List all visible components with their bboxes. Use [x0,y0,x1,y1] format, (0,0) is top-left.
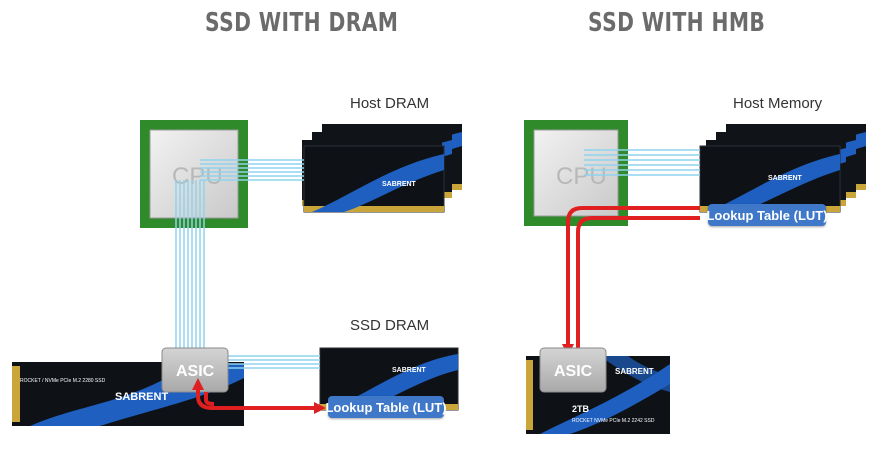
hmb-ssd-capacity-text: 2TB [572,404,590,414]
title-ssd-with-hmb: SSD WITH HMB [588,8,766,38]
host-memory-label: Host Memory [733,95,823,112]
ssd-brand-text: SABRENT [115,391,168,403]
cpu-label-right: CPU [556,163,607,190]
lut-box-right: Lookup Table (LUT) [706,204,828,226]
host-dram-brand-text: SABRENT [382,181,417,188]
cpu-chip-left: CPU [140,120,248,228]
title-ssd-with-dram: SSD WITH DRAM [205,8,399,38]
host-memory-modules: SABRENT [699,124,866,213]
bus-lines-left [175,159,320,369]
asic-label-left: ASIC [176,363,215,380]
bus-lines-right [584,149,700,176]
data-path-left [192,378,326,414]
lut-box-left: Lookup Table (LUT) [325,396,447,418]
ssd-dram-label: SSD DRAM [350,317,430,334]
hmb-ssd-model-text: ROCKET NVMe PCIe M.2 2242 SSD [572,418,655,424]
data-path-right [566,206,700,350]
asic-label-right: ASIC [554,363,593,380]
asic-chip-right: ASIC [539,347,607,393]
host-dram-modules: SABRENT [302,124,462,213]
ssd-model-text: ROCKET / NVMe PCIe M.2 2280 SSD [20,378,106,384]
ssd-dram-brand-text: SABRENT [392,367,427,374]
asic-chip-left: ASIC [161,347,229,393]
host-dram-label: Host DRAM [350,95,430,112]
host-memory-brand-text: SABRENT [768,175,803,182]
hmb-ssd-brand-text: SABRENT [615,367,654,376]
